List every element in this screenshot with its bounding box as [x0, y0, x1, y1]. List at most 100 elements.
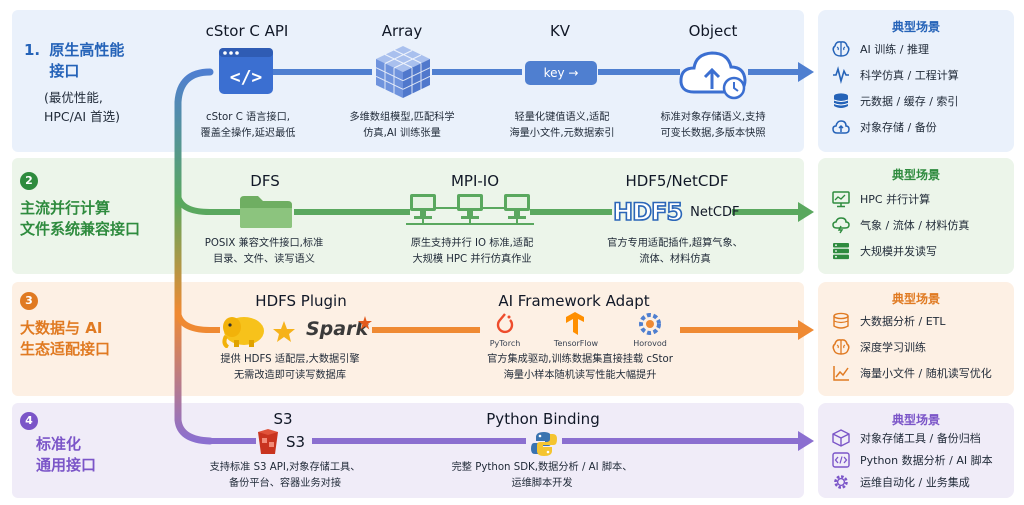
- python-icon: [531, 432, 557, 456]
- line-chart-icon: [833, 366, 849, 381]
- monitor-icon: [832, 191, 850, 208]
- hdf5-logo-text: HDF5: [612, 197, 684, 227]
- scenario-item: 海量小文件 / 随机读写优化: [832, 364, 992, 382]
- scenario-item: 气象 / 流体 / 材料仿真: [832, 216, 969, 234]
- hdf5-logo-icon: HDF5 NetCDF: [612, 197, 740, 227]
- layer-3-band: [12, 282, 804, 396]
- ai-frameworks-icon: PyTorch TensorFlow Horovod: [480, 312, 680, 352]
- scenario-item: HPC 并行计算: [832, 190, 930, 208]
- scenario-label: 大规模并发读写: [860, 245, 937, 258]
- spark-logo: Spark: [306, 318, 369, 340]
- cube-array-icon: [375, 46, 431, 98]
- gear-icon: [834, 475, 848, 489]
- layer-2-title: 主流并行计算 文件系统兼容接口: [20, 199, 141, 238]
- scenario-item: 大规模并发读写: [832, 242, 937, 260]
- row4-arrow-line: [210, 431, 814, 451]
- layer-1-title: 原生高性能 接口: [49, 41, 125, 80]
- scenario-item: Python 数据分析 / AI 脚本: [832, 451, 993, 469]
- key-arrow-icon: key →: [525, 61, 597, 85]
- scenario-item: 大数据分析 / ETL: [832, 312, 946, 330]
- scenario-label: 对象存储工具 / 备份归档: [860, 432, 981, 445]
- node-s3-title: S3: [273, 410, 293, 428]
- pytorch-icon: [496, 313, 514, 334]
- node-dfs-title: DFS: [250, 172, 280, 190]
- trunk-line: [174, 68, 214, 445]
- scenario-box-4-title: 典型场景: [891, 413, 940, 427]
- scenario-label: 运维自动化 / 业务集成: [860, 476, 970, 489]
- layer-4-band: [12, 403, 804, 498]
- node-array-title: Array: [381, 22, 423, 40]
- scenario-item: 元数据 / 缓存 / 索引: [832, 92, 958, 110]
- brain-icon: [832, 41, 850, 57]
- scenario-item: 对象存储工具 / 备份归档: [832, 429, 981, 447]
- layer-1-heading: 1. 原生高性能 接口: [24, 40, 124, 82]
- code-window-icon: </>: [219, 48, 273, 94]
- scenario-item: AI 训练 / 推理: [832, 40, 929, 58]
- scenario-item: 运维自动化 / 业务集成: [832, 473, 970, 491]
- tensorflow-icon: [566, 312, 584, 335]
- node-kv-desc: 轻量化键值语义,适配 海量小文件,元数据索引: [509, 112, 615, 139]
- pytorch-label: PyTorch: [489, 339, 521, 348]
- server-stack-icon: [833, 243, 849, 260]
- spark-star-icon: [358, 316, 372, 330]
- node-object-desc: 标准对象存储语义,支持 可变长数据,多版本快照: [660, 112, 766, 139]
- row2-arrow-line: [210, 202, 814, 222]
- scenario-box-2-title: 典型场景: [891, 168, 940, 182]
- row1-arrow-line: [272, 62, 814, 82]
- hadoop-icon: Spark: [218, 314, 374, 348]
- database-icon: [833, 312, 849, 329]
- star-icon: [273, 321, 295, 342]
- scenario-box-3-title: 典型场景: [891, 292, 940, 306]
- scenario-box-1-title: 典型场景: [891, 20, 940, 34]
- scenario-label: AI 训练 / 推理: [860, 43, 929, 56]
- layer-4-title: 标准化 通用接口: [36, 435, 97, 474]
- node-array-desc: 多维数组模型,匹配科学 仿真,AI 训练张量: [349, 112, 455, 139]
- scenario-box-1: 典型场景 AI 训练 / 推理 科学仿真 / 工程计算 元数据 / 缓存 / 索…: [818, 10, 1014, 152]
- scenario-box-3: 典型场景 大数据分析 / ETL 深度学习训练 海量小文件 / 随机读写优化: [818, 282, 1014, 396]
- cloud-weather-icon: [832, 217, 850, 234]
- scenario-label: 大数据分析 / ETL: [860, 315, 946, 328]
- node-python-binding-desc: 完整 Python SDK,数据分析 / AI 脚本、 运维脚本开发: [451, 462, 633, 489]
- folder-icon: [240, 196, 292, 228]
- hadoop-elephant-icon: [222, 317, 264, 348]
- row3-arrow-line: [210, 320, 814, 340]
- svg-text:</>: </>: [230, 67, 263, 88]
- brain-icon: [832, 339, 850, 355]
- node-ai-framework-title: AI Framework Adapt: [498, 292, 650, 310]
- s3-bucket-icon: S3: [256, 428, 316, 456]
- box-icon: [832, 429, 850, 447]
- layer-1-number: 1.: [24, 41, 41, 59]
- node-kv-title: KV: [549, 22, 571, 40]
- scenario-label: 深度学习训练: [860, 341, 926, 354]
- node-hdf5-title: HDF5/NetCDF: [625, 172, 729, 190]
- node-dfs-desc: POSIX 兼容文件接口,标准 目录、文件、读写语义: [204, 238, 324, 265]
- scenario-label: 海量小文件 / 随机读写优化: [860, 367, 992, 380]
- layer-3-title: 大数据与 AI 生态适配接口: [20, 319, 111, 358]
- layer-2-band: [12, 158, 804, 274]
- node-hdfs-plugin-title: HDFS Plugin: [255, 292, 347, 310]
- code-icon: [832, 452, 850, 468]
- layer-2-number: 2: [20, 172, 38, 190]
- scenario-label: 对象存储 / 备份: [860, 121, 937, 134]
- node-mpi-io-desc: 原生支持并行 IO 标准,适配 大规模 HPC 并行仿真作业: [410, 238, 534, 265]
- database-icon: [833, 93, 849, 108]
- horovod-label: Horovod: [633, 339, 667, 348]
- scenario-label: 元数据 / 缓存 / 索引: [860, 95, 959, 108]
- tensorflow-label: TensorFlow: [553, 339, 599, 348]
- scenario-item: 深度学习训练: [832, 338, 926, 356]
- scenario-label: 科学仿真 / 工程计算: [860, 69, 959, 82]
- layer-1-subtitle: (最优性能, HPC/AI 首选): [44, 90, 120, 124]
- scenario-label: 气象 / 流体 / 材料仿真: [860, 219, 970, 232]
- scenario-box-2: 典型场景 HPC 并行计算 气象 / 流体 / 材料仿真 大规模并发读写: [818, 158, 1014, 274]
- node-cstor-c-api-desc: cStor C 语言接口, 覆盖全操作,延迟最低: [200, 112, 296, 139]
- node-python-binding-title: Python Binding: [486, 410, 600, 428]
- scenario-label: Python 数据分析 / AI 脚本: [860, 454, 993, 467]
- cloud-upload-icon: [679, 51, 747, 100]
- node-hdf5-desc: 官方专用适配插件,超算气象、 流体、材料仿真: [607, 238, 743, 265]
- node-ai-framework-desc: 官方集成驱动,训练数据集直接挂载 cStor 海量小样本随机读写性能大幅提升: [487, 354, 673, 381]
- scenario-item: 科学仿真 / 工程计算: [832, 66, 959, 84]
- s3-logo-text: S3: [286, 433, 306, 451]
- node-mpi-io-title: MPI-IO: [450, 172, 500, 190]
- netcdf-logo-text: NetCDF: [690, 204, 740, 220]
